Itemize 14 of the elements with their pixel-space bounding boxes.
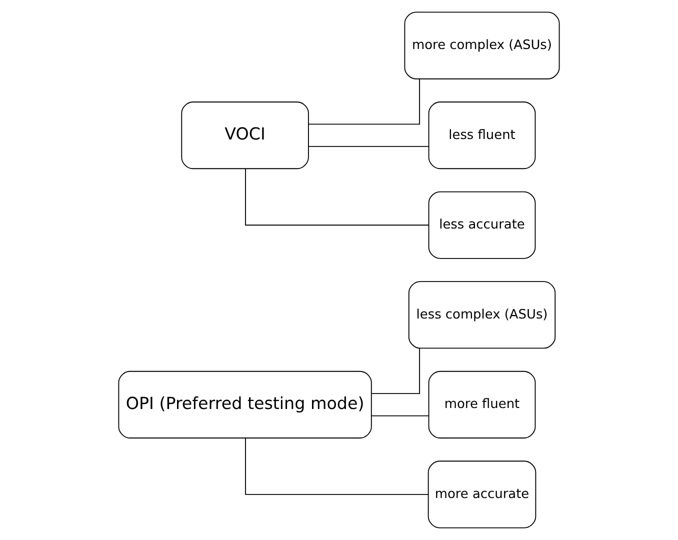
connector [371,415,430,416]
node-box: less complex (ASUs) [408,281,556,349]
node-box: less fluent [428,102,536,170]
connector [308,78,420,125]
node-box: VOCI [181,102,309,170]
node-box: more complex (ASUs) [404,12,560,80]
node-box: OPI (Preferred testing mode) [118,370,372,438]
connector [371,348,420,394]
connector [245,438,428,495]
node-box: more accurate [428,460,536,528]
connector [245,168,430,226]
node-box: more fluent [428,370,536,438]
node-box: less accurate [428,191,536,259]
connector [308,146,430,147]
